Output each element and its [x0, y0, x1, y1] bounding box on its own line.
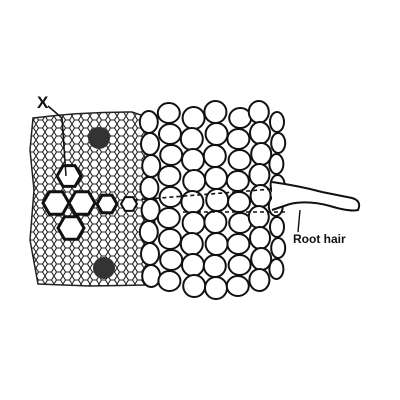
- cortex-cell: [203, 210, 228, 234]
- cortex-cell: [227, 191, 251, 213]
- cortex-cell: [250, 247, 273, 271]
- phloem-patch-top: [88, 127, 110, 149]
- xylem-vessel: [119, 196, 139, 212]
- cortex-cell: [157, 270, 182, 292]
- cortex-cell: [268, 153, 285, 175]
- cortex-cell: [138, 220, 159, 244]
- cortex-cell: [139, 176, 160, 200]
- cortex-cell: [181, 211, 206, 235]
- cortex-cell: [227, 254, 252, 276]
- cortex-cell: [249, 184, 272, 208]
- cortex-cell: [181, 106, 206, 130]
- cortex-cell: [225, 275, 250, 297]
- cortex-cell: [227, 149, 252, 171]
- cortex-cell: [249, 226, 271, 250]
- cortex-cell: [157, 165, 182, 187]
- label-root-hair-pointer: [297, 209, 301, 233]
- cortex-cell: [203, 100, 228, 124]
- cortex-cell: [156, 207, 181, 229]
- cortex-cell: [141, 264, 162, 288]
- cortex-cell: [179, 232, 204, 256]
- cortex-cell: [247, 100, 270, 124]
- cortex-cell: [156, 102, 181, 124]
- xylem-vessel: [41, 190, 71, 216]
- xylem-vessel: [67, 190, 97, 216]
- cortex-cells: [138, 100, 287, 300]
- cortex-cell: [204, 276, 228, 300]
- cortex-cell: [248, 163, 271, 187]
- cortex-cell: [140, 132, 160, 156]
- cortex-cell: [182, 274, 207, 298]
- cortex-cell: [225, 170, 250, 192]
- cortex-cell: [182, 169, 207, 193]
- label-x-pointer: [47, 105, 67, 177]
- label-x: X: [37, 93, 49, 112]
- xylem-vessels: [41, 164, 159, 241]
- cortex-cell: [249, 121, 271, 145]
- cortex-cell: [202, 254, 227, 278]
- cortex-cell: [181, 148, 205, 172]
- cortex-cell: [226, 128, 251, 150]
- cortex-cell: [138, 110, 159, 134]
- xylem-vessel: [95, 193, 119, 215]
- xylem-vessel: [56, 215, 86, 241]
- cortex-cell: [159, 249, 184, 271]
- cortex-cell: [247, 205, 270, 229]
- cortex-cell: [248, 268, 271, 292]
- cortex-cell: [204, 122, 229, 146]
- cortex-cell: [205, 188, 230, 212]
- cortex-cell: [141, 154, 162, 178]
- cortex-cell: [202, 144, 227, 168]
- cortex-cell: [268, 258, 285, 280]
- phloem-patch-bottom: [93, 257, 115, 279]
- cortex-cell: [140, 242, 160, 266]
- cortex-cell: [159, 144, 184, 166]
- cortex-cell: [270, 237, 287, 259]
- root-hair: [271, 181, 361, 212]
- cortex-cell: [204, 166, 228, 190]
- water-path-arrows: [134, 187, 286, 213]
- cortex-cell: [269, 216, 285, 238]
- cortex-cell: [270, 132, 287, 154]
- label-root-hair: Root hair: [293, 232, 346, 246]
- cortex-cell: [158, 123, 182, 145]
- cortex-cell: [181, 253, 205, 277]
- xylem-vessel: [55, 164, 83, 188]
- cortex-cell: [179, 127, 204, 151]
- cortex-cell: [158, 228, 182, 250]
- cortex-cell: [250, 142, 273, 166]
- cortex-cell: [226, 233, 251, 255]
- cortex-cell: [204, 232, 229, 256]
- cortex-cell: [269, 111, 285, 133]
- phloem-patches: [88, 127, 115, 279]
